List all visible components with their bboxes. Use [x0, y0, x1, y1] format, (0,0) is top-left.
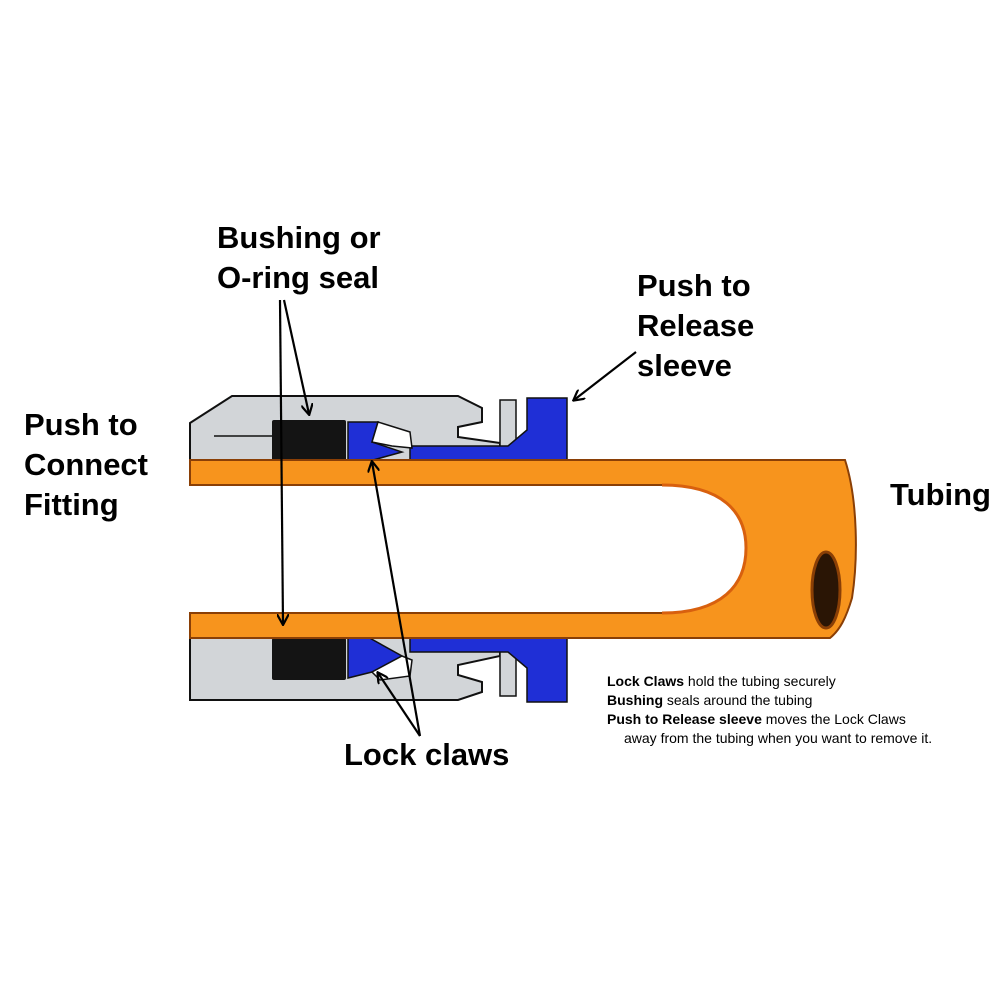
label-bushing: Bushing or O-ring seal — [217, 220, 381, 295]
release-sleeve — [409, 397, 568, 703]
arrow-seal-upper — [282, 299, 309, 414]
tube-opening — [810, 550, 842, 630]
tubing — [189, 459, 857, 639]
arrow-release-sleeve — [574, 351, 637, 400]
legend-line-2: Bushing seals around the tubing — [607, 692, 813, 708]
label-tubing: Tubing — [890, 477, 991, 512]
legend-line-1: Lock Claws hold the tubing securely — [607, 673, 836, 689]
legend: Lock Claws hold the tubing securely Bush… — [607, 672, 987, 748]
arrow-claw-lower — [378, 673, 421, 737]
label-fitting: Push to Connect Fitting — [24, 407, 148, 522]
arrows — [280, 299, 637, 737]
lock-claw-upper — [347, 421, 413, 463]
label-lock-claws: Lock claws — [344, 737, 510, 772]
legend-line-4: away from the tubing when you want to re… — [624, 730, 933, 746]
label-release-sleeve: Push to Release sleeve — [637, 268, 755, 383]
seal-lower — [272, 638, 346, 680]
arrow-claw-upper — [372, 462, 422, 737]
legend-line-3: Push to Release sleeve moves the Lock Cl… — [607, 711, 906, 727]
arrow-seal-lower — [280, 299, 283, 624]
seal-upper — [272, 420, 346, 462]
